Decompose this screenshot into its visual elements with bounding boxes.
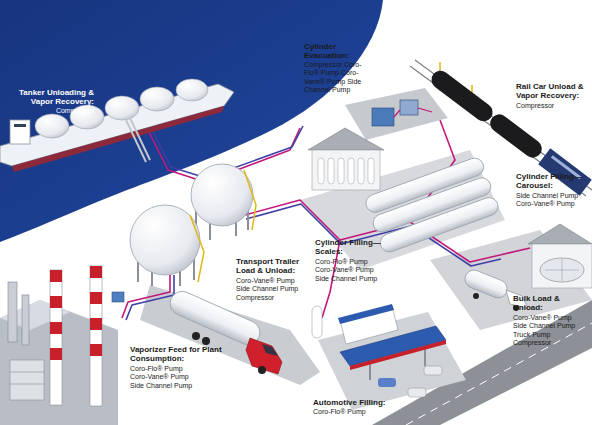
callout-body: Compressor bbox=[516, 102, 586, 110]
cargo-dome bbox=[140, 87, 174, 111]
cylinder bbox=[318, 158, 324, 184]
cargo-dome bbox=[35, 114, 69, 138]
plant-structure bbox=[10, 360, 44, 400]
callout-body: Coro-Flo® Pump Coro-Vane® Pump Side Chan… bbox=[315, 258, 381, 283]
callout-heading: Tanker Unloading & Vapor Recovery: bbox=[12, 88, 94, 106]
chimney-stack bbox=[90, 266, 102, 406]
plant-floor bbox=[10, 372, 44, 384]
sphere-stair bbox=[244, 170, 256, 230]
tank-car bbox=[428, 67, 496, 125]
tank-car-body bbox=[428, 67, 496, 125]
carousel-building bbox=[528, 224, 592, 288]
truck-cab bbox=[246, 338, 282, 374]
wheel bbox=[202, 337, 210, 345]
callout-body: Compressor bbox=[12, 107, 94, 115]
pipe-magenta bbox=[394, 108, 432, 117]
cargo-dome bbox=[105, 96, 139, 120]
chimney-stack bbox=[50, 270, 62, 405]
callout-body: Coro-Flo® Pump Coro-Vane® Pump Side Chan… bbox=[130, 365, 200, 390]
process-column bbox=[8, 282, 17, 342]
callout-body: Coro-Vane® Pump Side Channel Pump Compre… bbox=[236, 277, 304, 302]
stack-body bbox=[90, 266, 102, 406]
stack-band bbox=[50, 296, 62, 308]
shed-wall bbox=[312, 150, 380, 190]
callout-heading: Vaporizer Feed for Plant Consumption: bbox=[130, 345, 230, 363]
storage-sphere bbox=[191, 164, 253, 226]
car bbox=[424, 366, 442, 375]
cylinder bbox=[368, 158, 374, 184]
callout-heading: Cylinder Evacuation: bbox=[304, 42, 356, 60]
jetty bbox=[126, 118, 150, 162]
callout-body: Coro-Vane® Pump Side Channel Pump Truck … bbox=[513, 314, 583, 348]
canopy-trim bbox=[350, 340, 446, 370]
wheel bbox=[192, 332, 200, 340]
stack-band bbox=[90, 318, 102, 330]
bullet-tanks bbox=[363, 156, 500, 255]
gas-station bbox=[312, 304, 466, 410]
cylinder bbox=[328, 158, 334, 184]
scales-shed bbox=[308, 128, 384, 190]
tank-car bbox=[487, 111, 546, 161]
bulk-tank bbox=[462, 267, 510, 300]
pipeline bbox=[122, 112, 530, 320]
cylinder bbox=[348, 158, 354, 184]
carousel-spoke bbox=[545, 259, 579, 281]
wheel bbox=[473, 293, 479, 299]
vaporizer bbox=[112, 292, 124, 302]
storage-tank bbox=[312, 306, 322, 338]
compressor-unit bbox=[372, 108, 394, 126]
stack-band bbox=[90, 266, 102, 278]
stack-band bbox=[50, 348, 62, 360]
carousel-ring bbox=[540, 258, 584, 282]
stack-band bbox=[50, 322, 62, 334]
callout-body: Compressor Coro-Flo® Pump Coro-Vane® Pum… bbox=[304, 61, 374, 95]
stack-body bbox=[50, 270, 62, 405]
cargo-dome bbox=[176, 79, 208, 101]
refinery bbox=[0, 266, 118, 425]
callout-heading: Cylinder Filling—Carousel: bbox=[516, 172, 592, 190]
callout-heading: Bulk Load & Unload: bbox=[513, 294, 561, 312]
evacuation-station bbox=[345, 88, 448, 140]
callout-heading: Automotive Filling: bbox=[313, 398, 413, 407]
car bbox=[408, 388, 426, 397]
pipe-magenta bbox=[500, 248, 530, 255]
store-roof bbox=[338, 304, 394, 324]
callout-heading: Cylinder Filling—Scales: bbox=[315, 238, 383, 256]
cylinder bbox=[338, 158, 344, 184]
wheel bbox=[258, 366, 266, 374]
ship-bridge bbox=[10, 120, 30, 144]
tank-car-body bbox=[487, 111, 546, 161]
cylinder bbox=[358, 158, 364, 184]
carousel-roof bbox=[528, 224, 592, 244]
sphere-stair bbox=[190, 215, 204, 282]
stack-band bbox=[90, 344, 102, 356]
bullet-tank bbox=[378, 195, 501, 254]
process-column bbox=[22, 295, 29, 345]
tank-shell bbox=[462, 267, 510, 300]
cab-window bbox=[262, 344, 278, 356]
pipe-blue bbox=[126, 275, 174, 320]
stack-band bbox=[50, 270, 62, 282]
ship-window bbox=[14, 124, 26, 127]
lpg-tanker bbox=[0, 79, 234, 172]
shed-roof bbox=[308, 128, 384, 150]
callout-heading: Transport Trailer Load & Unload: bbox=[236, 257, 316, 275]
callout-body: Coro-Flo® Pump bbox=[313, 408, 393, 416]
callout-heading: Rail Car Unload & Vapor Recovery: bbox=[516, 82, 592, 100]
car bbox=[378, 378, 396, 387]
pump-unit bbox=[400, 100, 418, 115]
stack-band bbox=[90, 292, 102, 304]
callout-body: Side Channel Pump Coro-Vane® Pump bbox=[516, 192, 586, 209]
equipment-pad bbox=[345, 88, 448, 140]
carousel-wall bbox=[532, 244, 592, 288]
